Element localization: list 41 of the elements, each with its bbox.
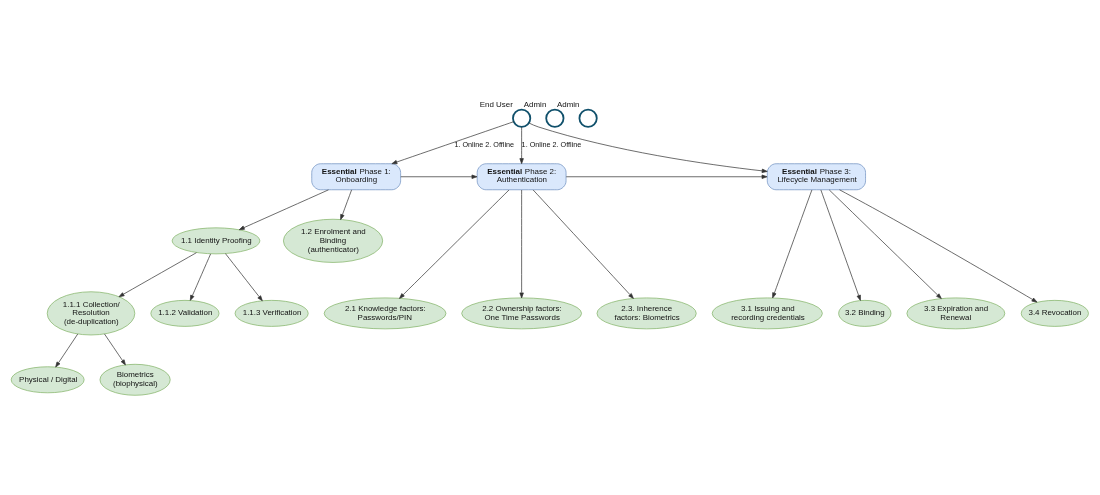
arrow bbox=[532, 189, 634, 299]
node-label: Admin bbox=[523, 99, 547, 109]
node-ellipse: 2.3. Inherence factors: Biometrics bbox=[596, 297, 697, 329]
node-box: Essential Phase 1: Onboarding bbox=[311, 162, 401, 190]
arrow bbox=[839, 188, 1038, 302]
edge-label: 1. Online 2. Offline bbox=[521, 139, 582, 149]
arrow bbox=[519, 126, 524, 164]
arrow bbox=[391, 120, 514, 164]
node-box: Essential Phase 2: Authentication bbox=[476, 162, 567, 190]
node-ellipse: Physical / Digital bbox=[10, 365, 85, 393]
arrow bbox=[772, 189, 813, 298]
arrow bbox=[225, 252, 263, 301]
edge-label: 1. Online 2. Offline bbox=[454, 139, 515, 149]
node-ellipse: 1.1.2 Validation bbox=[150, 299, 220, 327]
node-ellipse: 3.3 Expiration and Renewal bbox=[906, 297, 1006, 329]
node-person bbox=[545, 108, 565, 128]
node-ellipse: Biometrics (biophysical) bbox=[99, 363, 171, 396]
node-box: Essential Phase 3: Lifecycle Management bbox=[766, 162, 866, 190]
node-person bbox=[512, 108, 532, 128]
node-label: Admin bbox=[557, 99, 580, 109]
arrow bbox=[104, 333, 126, 365]
node-label: End User bbox=[479, 99, 513, 109]
node-ellipse: 1.1.3 Verification bbox=[234, 299, 309, 327]
arrow bbox=[565, 174, 768, 179]
node-ellipse: 3.1 Issuing and recording credentials bbox=[711, 297, 823, 329]
node-person bbox=[578, 108, 598, 128]
node-ellipse: 1.2 Enrolment and Binding (authenticator) bbox=[283, 218, 384, 263]
arrow bbox=[820, 189, 861, 301]
arrow bbox=[55, 333, 79, 367]
arrow bbox=[399, 189, 510, 299]
arrow bbox=[189, 253, 211, 301]
arrow bbox=[528, 122, 768, 173]
arrow bbox=[238, 189, 329, 230]
node-ellipse: 2.2 Ownership factors: One Time Passwords bbox=[461, 297, 582, 329]
node-ellipse: 3.2 Binding bbox=[838, 299, 892, 327]
node-ellipse: 2.1 Knowledge factors: Passwords/PIN bbox=[323, 297, 447, 329]
arrow bbox=[340, 189, 352, 220]
arrow bbox=[118, 251, 197, 297]
arrow bbox=[400, 174, 478, 179]
arrow bbox=[519, 189, 524, 298]
arrow bbox=[828, 189, 942, 299]
